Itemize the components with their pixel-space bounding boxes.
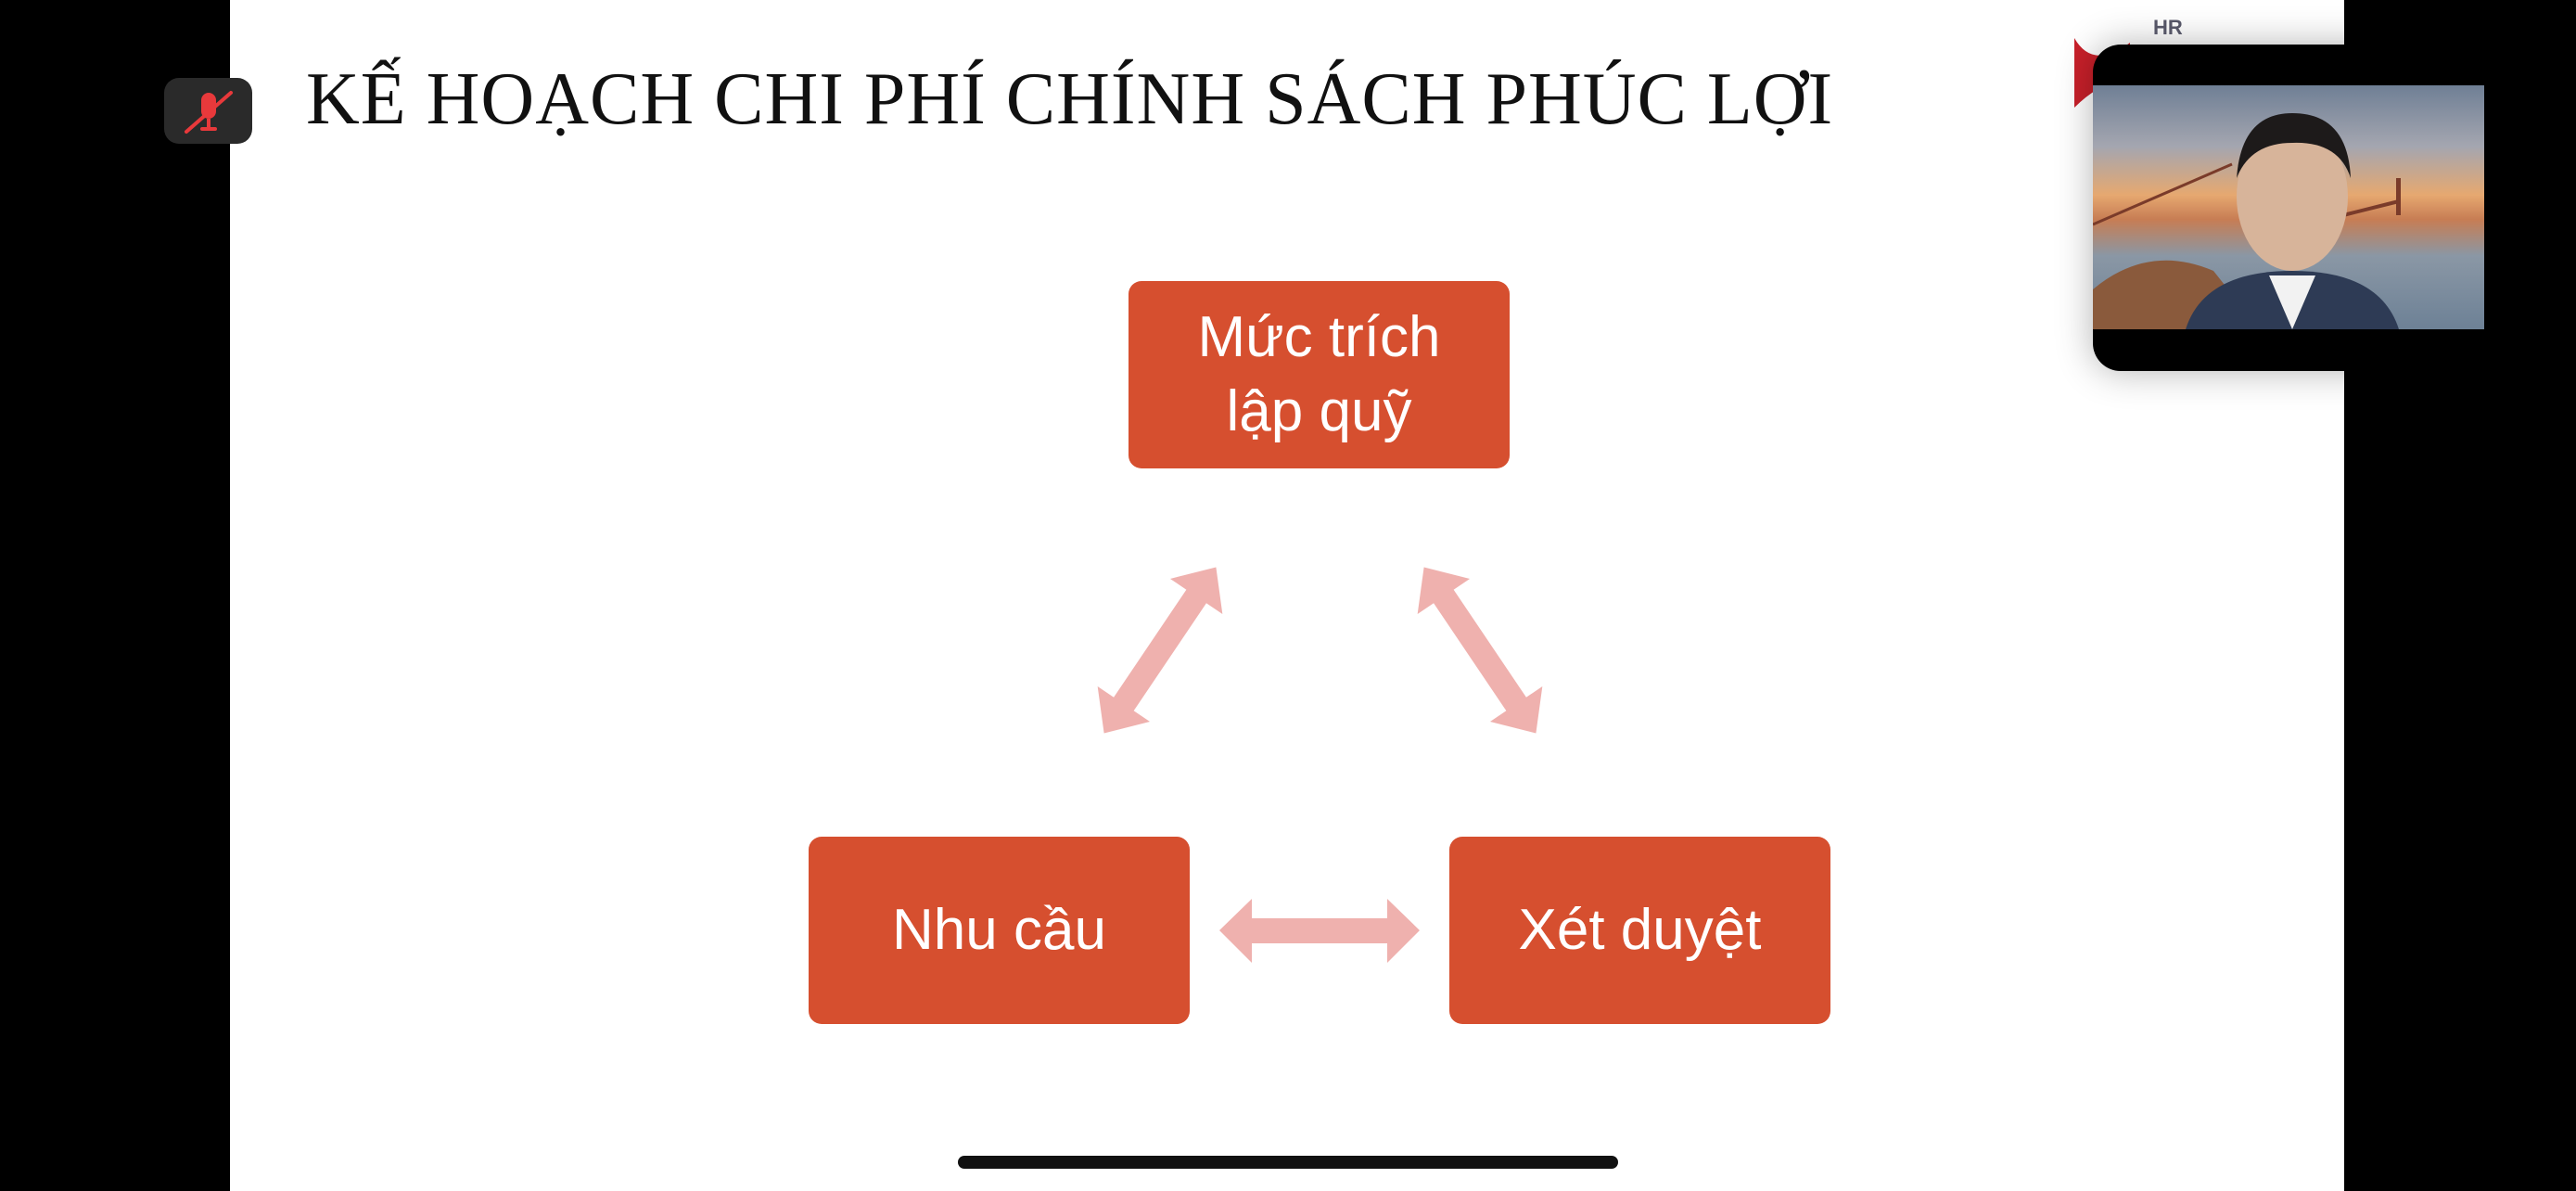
box-label: Nhu cầu — [892, 898, 1106, 962]
participant-video — [2093, 85, 2484, 329]
arrow-left-right — [1219, 899, 1420, 963]
box-xet-duyet: Xét duyệt — [1449, 837, 1830, 1024]
arrow-left-diagonal — [1097, 567, 1223, 734]
mic-off-icon — [185, 91, 233, 134]
box-label: Xét duyệt — [1518, 898, 1762, 962]
box-nhu-cau: Nhu cầu — [809, 837, 1190, 1024]
home-indicator[interactable] — [958, 1156, 1618, 1169]
slide-title: KẾ HOẠCH CHI PHÍ CHÍNH SÁCH PHÚC LỢI — [306, 58, 1834, 140]
logo-text: HR — [2153, 16, 2183, 39]
shared-slide — [230, 0, 2344, 1191]
box-label-line1: Mức trích — [1197, 305, 1441, 369]
box-label-line2: lập quỹ — [1226, 379, 1412, 443]
box-muc-trich-lap-quy: Mức trích lập quỹ — [1129, 281, 1510, 468]
mute-button[interactable] — [164, 78, 252, 144]
arrow-right-diagonal — [1417, 567, 1543, 734]
video-frame-illustration — [2093, 113, 2401, 329]
